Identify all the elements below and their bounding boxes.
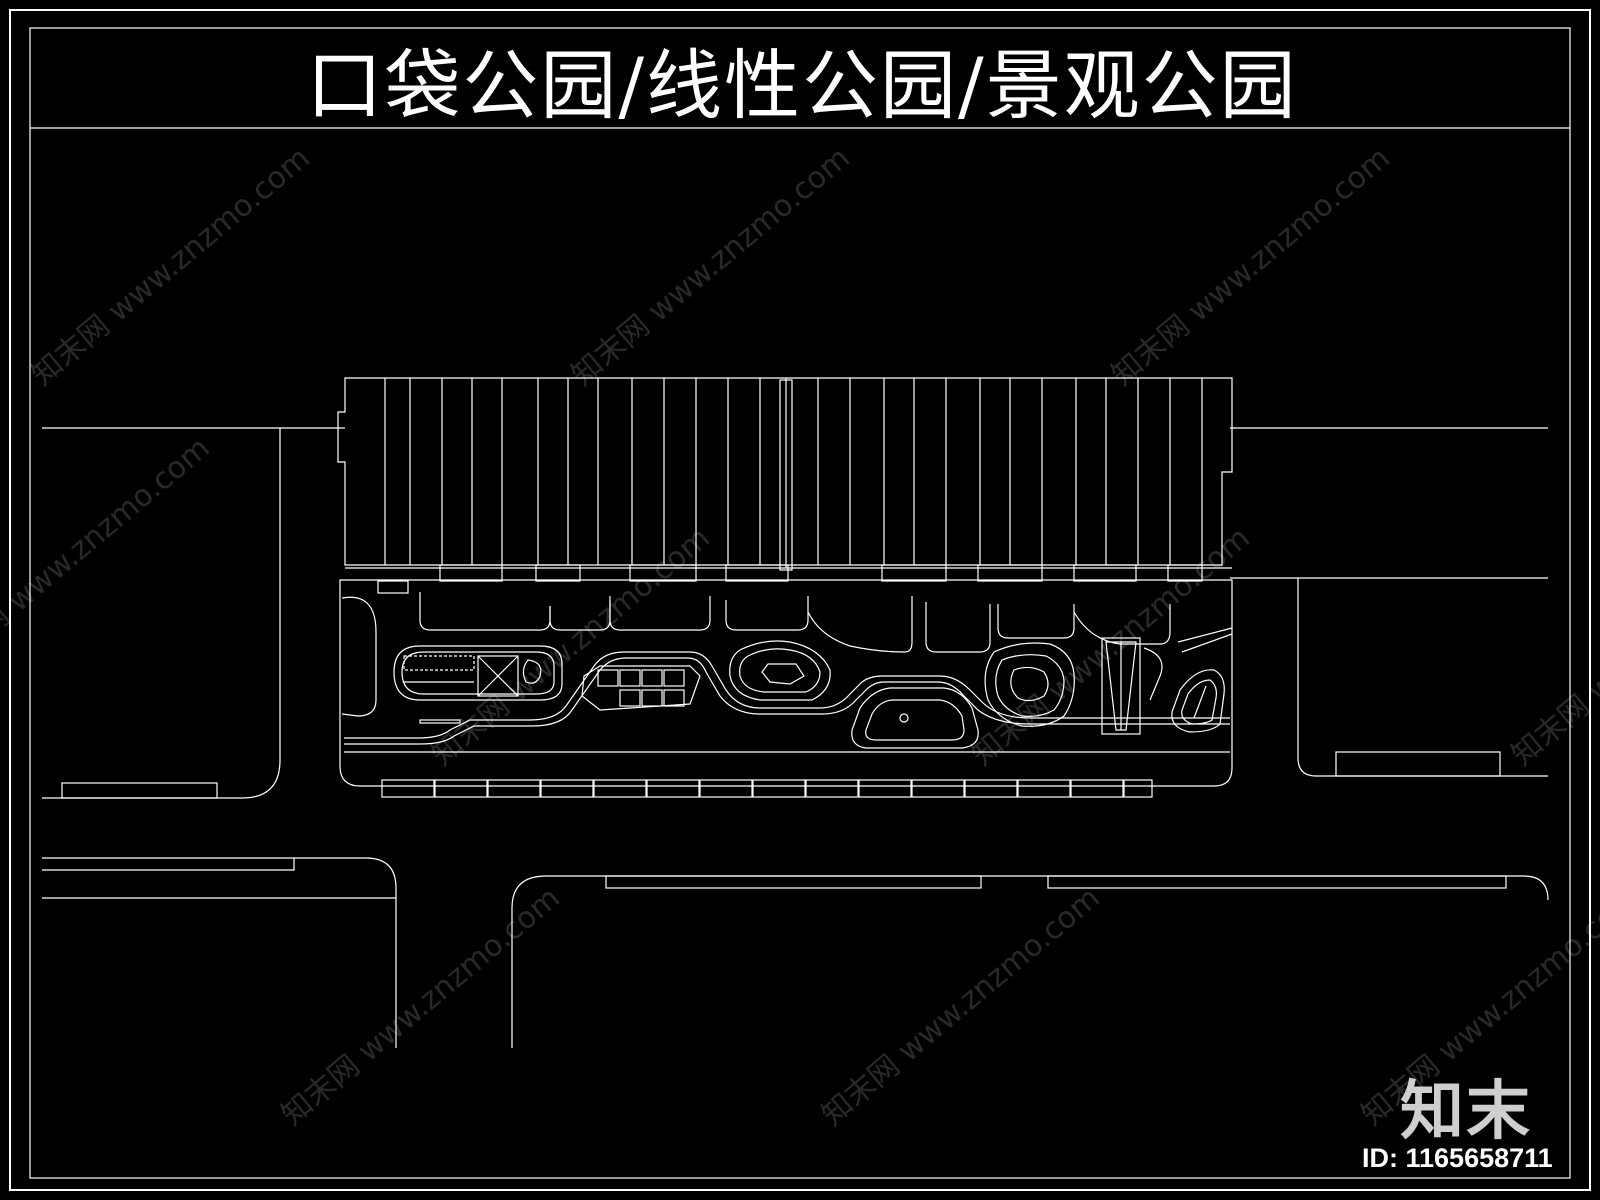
play-equipment	[477, 655, 519, 697]
pavilion	[1101, 637, 1163, 735]
inner-frame	[29, 27, 1571, 1179]
play-pad	[403, 655, 475, 671]
meandering-path	[344, 651, 1230, 753]
lawn-capsule	[851, 687, 979, 749]
teardrop-planter	[1171, 669, 1225, 733]
surrounding-roads	[42, 427, 1549, 1048]
logo: 知末	[1400, 1075, 1532, 1149]
paving-edges	[341, 592, 1233, 717]
building-entrances	[377, 564, 1203, 594]
building-block	[337, 377, 1233, 594]
id-label: ID: 1165658711	[1362, 1143, 1553, 1173]
park-boundary	[339, 579, 1233, 787]
building-bay-lines	[384, 378, 1203, 565]
fitness-area	[581, 665, 701, 711]
pond	[984, 642, 1075, 727]
play-area	[393, 645, 563, 724]
hex-planter	[729, 640, 831, 701]
parking-row	[381, 779, 1153, 798]
outer-frame	[9, 9, 1591, 1191]
drawing-title: 口袋公园/线性公园/景观公园	[306, 41, 1298, 130]
